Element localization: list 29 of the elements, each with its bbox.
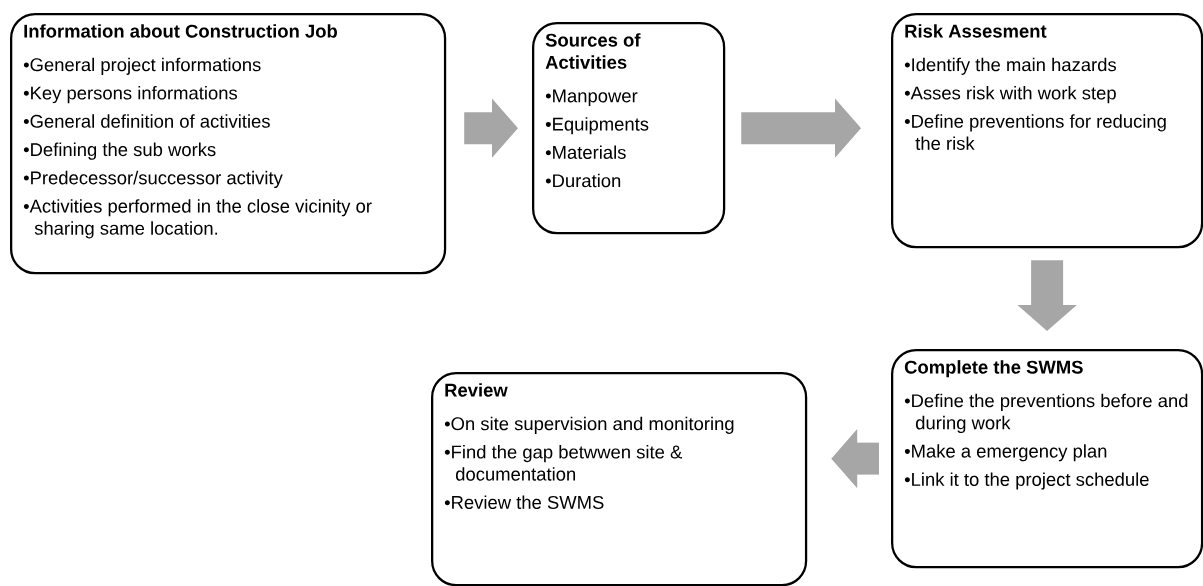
bullet-item: •Make a emergency plan xyxy=(904,444,1107,462)
bullet-item: •Identify the main hazards xyxy=(904,57,1116,75)
process-box xyxy=(431,372,808,586)
box-heading: Information about Construction Job xyxy=(24,24,337,38)
bullet-item: •Materials xyxy=(545,145,626,159)
bullet-item: •Link it to the project schedule xyxy=(904,472,1149,490)
bullet-item: •Manpower xyxy=(545,89,638,107)
bullet-item: •General definition of activities xyxy=(23,114,270,128)
process-box xyxy=(891,349,1203,569)
bullet-item: •On site supervision and monitoring xyxy=(444,416,734,434)
bullet-item: •Defining the sub works xyxy=(23,142,216,160)
box-heading: Review xyxy=(445,383,508,397)
process-box xyxy=(891,13,1203,249)
bullet-item: •Define preventions for reducing the risk xyxy=(904,114,1166,150)
box-heading: Sources of Activities xyxy=(545,33,641,69)
box-heading: Complete the SWMS xyxy=(904,360,1083,378)
box-heading: Risk Assesment xyxy=(905,24,1047,38)
bullet-item: •Asses risk with work step xyxy=(904,86,1116,104)
bullet-item: •General project informations xyxy=(23,57,261,75)
bullet-item: •Review the SWMS xyxy=(444,495,604,509)
bullet-item: •Activities performed in the close vicinity or sharing same location. xyxy=(23,199,372,239)
bullet-item: •Define the preventions before and during work xyxy=(904,393,1188,434)
bullet-item: •Duration xyxy=(545,173,621,188)
process-box xyxy=(10,13,447,275)
bullet-item: •Key persons informations xyxy=(23,86,238,104)
bullet-item: •Equipments xyxy=(545,117,649,135)
bullet-item: •Predecessor/successor activity xyxy=(23,170,283,189)
process-box xyxy=(532,22,726,235)
bullet-item: •Find the gap betwwen site & documentation xyxy=(444,445,683,481)
